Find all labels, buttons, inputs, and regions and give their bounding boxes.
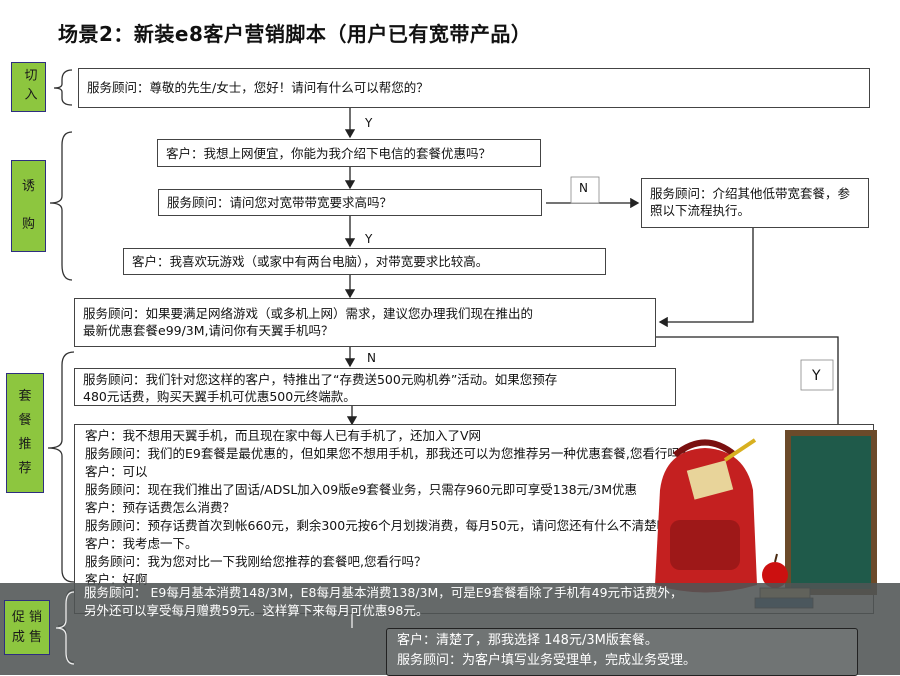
speed-question-text: 服务顾问：请问您对宽带带宽要求高吗？ bbox=[167, 195, 393, 210]
comparison-text: 服务顾问： E9每月基本消费148/3M，E8每月基本消费138/3M，可是E9… bbox=[84, 584, 683, 620]
recommend-e99-line-1: 服务顾问：如果要满足网络游戏（或多机上网）需求，建议您办理我们现在推出的 bbox=[83, 306, 534, 321]
greeting-box: 服务顾问：尊敬的先生/女士，您好！请问有什么可以帮您的？ bbox=[78, 68, 870, 108]
stage-promote-line-1: 促 销 bbox=[11, 609, 43, 625]
stage-recommend: 套 餐 推 荐 bbox=[6, 373, 44, 493]
label-y-2: Y bbox=[365, 232, 373, 246]
greeting-text: 服务顾问：尊敬的先生/女士，您好！请问有什么可以帮您的？ bbox=[87, 80, 429, 95]
apple-icon bbox=[762, 562, 788, 588]
recommend-e99-box: 服务顾问：如果要满足网络游戏（或多机上网）需求，建议您办理我们现在推出的 最新优… bbox=[74, 298, 656, 347]
cheap-request-text: 客户：我想上网便宜，你能为我介绍下电信的套餐优惠吗？ bbox=[166, 146, 492, 161]
backpack-strap bbox=[673, 439, 737, 458]
label-y-3: Y bbox=[812, 368, 821, 384]
comparison-line-2: 另外还可以享受每月赠费59元。这样算下来每月可优惠98元。 bbox=[84, 603, 429, 618]
label-y-1: Y bbox=[365, 116, 373, 130]
games-text: 客户：我喜欢玩游戏（或家中有两台电脑），对带宽要求比较高。 bbox=[132, 254, 489, 269]
recommend-e99-line-2: 最新优惠套餐e99/3M,请问你有天翼手机吗？ bbox=[83, 323, 334, 338]
dialogue-line-3: 客户：可以 bbox=[85, 464, 148, 479]
final-line-1: 客户：清楚了，那我选择 148元/3M版套餐。 bbox=[397, 633, 658, 648]
other-broadband-text: 服务顾问：介绍其他低带宽套餐，参照以下流程执行。 bbox=[650, 186, 851, 218]
dialogue-line-4: 服务顾问：现在我们推出了固话/ADSL加入09版e9套餐业务，只需存960元即可… bbox=[85, 482, 638, 497]
school-clipart bbox=[655, 430, 877, 609]
stage-promote-line-2: 成 售 bbox=[11, 629, 43, 645]
phone-offer-line-2: 480元话费，购买天翼手机可优惠500元终端款。 bbox=[83, 389, 356, 404]
stage-induce: 诱 购 bbox=[11, 160, 46, 252]
book-in-bag bbox=[686, 460, 734, 500]
stage-cut-in-label: 切入 bbox=[21, 68, 37, 106]
stage-recommend-char-3: 推 bbox=[18, 437, 32, 452]
pencil bbox=[723, 438, 757, 462]
phone-offer-box: 服务顾问：我们针对您这样的客户，特推出了“存费送500元购机券”活动。如果您预存… bbox=[74, 368, 676, 406]
dialogue-line-8: 服务顾问：我为您对比一下我刚给您推荐的套餐吧,您看行吗？ bbox=[85, 554, 427, 569]
dialogue-line-7: 客户：我考虑一下。 bbox=[85, 536, 198, 551]
phone-offer-line-1: 服务顾问：我们针对您这样的客户，特推出了“存费送500元购机券”活动。如果您预存 bbox=[83, 372, 558, 387]
final-line-2: 服务顾问：为客户填写业务受理单，完成业务受理。 bbox=[397, 653, 697, 668]
dialogue-line-1: 客户：我不想用天翼手机，而且现在家中每人已有手机了，还加入了V网 bbox=[85, 428, 482, 443]
comparison-line-1: 服务顾问： E9每月基本消费148/3M，E8每月基本消费138/3M，可是E9… bbox=[84, 585, 683, 600]
stage-recommend-char-1: 套 bbox=[18, 389, 32, 404]
dialogue-line-6: 服务顾问：预存话费首次到帐660元，剩余300元按6个月划拨消费，每月50元，请… bbox=[85, 518, 682, 533]
dialogue-line-5: 客户：预存话费怎么消费？ bbox=[85, 500, 236, 515]
backpack-pocket bbox=[670, 520, 740, 570]
stage-recommend-char-4: 荐 bbox=[18, 461, 32, 476]
stage-recommend-char-2: 餐 bbox=[18, 413, 32, 428]
stage-cut-in: 切入 bbox=[11, 62, 46, 112]
label-n-2: N bbox=[367, 351, 376, 365]
games-box: 客户：我喜欢玩游戏（或家中有两台电脑），对带宽要求比较高。 bbox=[123, 248, 606, 275]
other-broadband-box: 服务顾问：介绍其他低带宽套餐，参照以下流程执行。 bbox=[641, 178, 869, 228]
dialogue-line-2: 服务顾问：我们的E9套餐是最优惠的，但如果您不想用手机，那我还可以为您推荐另一种… bbox=[85, 446, 693, 461]
chalkboard-surface bbox=[791, 436, 871, 589]
stage-promote: 促 销 成 售 bbox=[4, 600, 50, 655]
stage-induce-char-1: 诱 bbox=[21, 179, 35, 194]
speed-question-box: 服务顾问：请问您对宽带带宽要求高吗？ bbox=[158, 189, 542, 216]
stage-induce-char-2: 购 bbox=[21, 217, 35, 232]
label-n-1: N bbox=[579, 181, 588, 195]
cheap-request-box: 客户：我想上网便宜，你能为我介绍下电信的套餐优惠吗？ bbox=[157, 139, 541, 167]
page-title: 场景2：新装e8客户营销脚本（用户已有宽带产品） bbox=[58, 22, 532, 46]
final-box: 客户：清楚了，那我选择 148元/3M版套餐。 服务顾问：为客户填写业务受理单，… bbox=[386, 628, 858, 676]
